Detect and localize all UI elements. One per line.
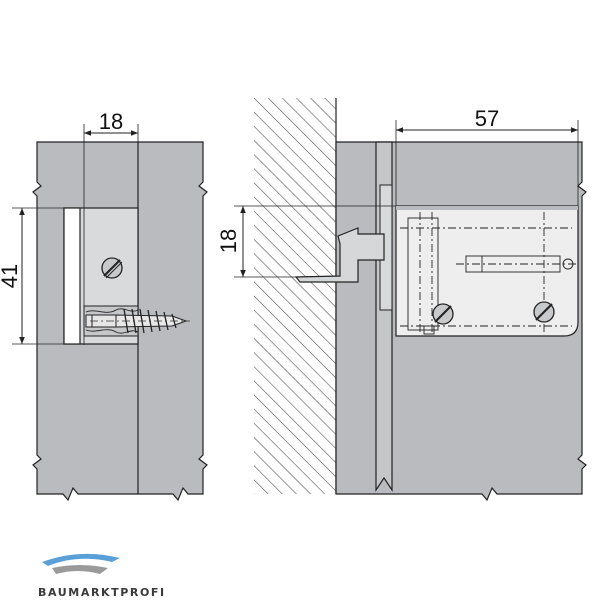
right-height-label: 18 xyxy=(216,229,241,253)
logo-swoosh-bottom xyxy=(52,565,108,574)
wall-section xyxy=(254,98,336,494)
right-view: 18 57 xyxy=(216,98,587,502)
left-height-label: 41 xyxy=(0,264,22,288)
bracket-screw-left xyxy=(432,303,454,325)
left-slot xyxy=(63,207,81,345)
left-height-dimension: 41 xyxy=(0,207,84,345)
right-width-dimension: 57 xyxy=(395,106,579,206)
wall-hook xyxy=(294,227,385,283)
left-cam-screw xyxy=(101,257,123,279)
logo-text: BAUMARKTPROFI xyxy=(38,586,166,599)
logo-swoosh-top xyxy=(42,553,120,566)
left-width-label: 18 xyxy=(99,109,123,134)
left-view: 18 41 xyxy=(0,109,208,502)
bracket-inner-detail xyxy=(400,212,576,335)
left-width-dimension: 18 xyxy=(83,109,139,345)
right-height-dimension: 18 xyxy=(216,205,396,278)
brand-logo: BAUMARKTPROFI xyxy=(38,553,166,599)
left-wood-screw xyxy=(83,305,190,337)
right-width-label: 57 xyxy=(475,106,499,131)
bracket-screw-right xyxy=(533,301,555,323)
